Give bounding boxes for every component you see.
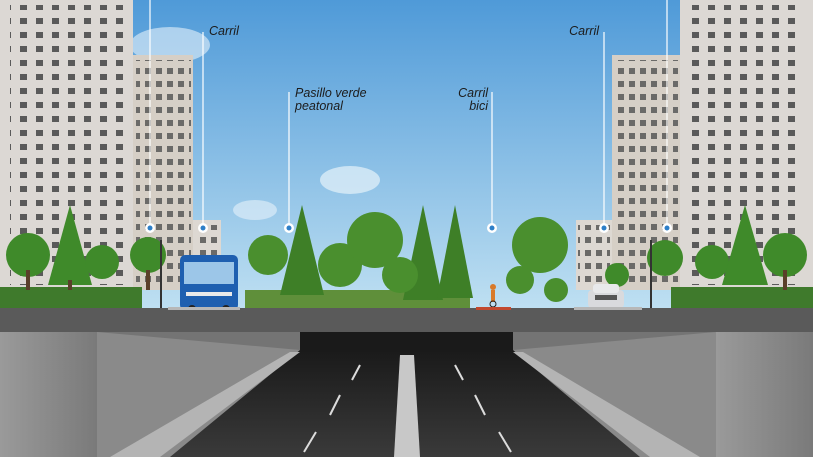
callout-pin-icon	[145, 223, 155, 233]
label-bike-lane-line2: bici	[469, 99, 488, 113]
cloud	[233, 200, 277, 220]
callout-pins	[145, 223, 672, 233]
label-green-corridor: Pasillo verde peatonal	[295, 87, 367, 113]
tunnel	[0, 332, 813, 457]
hedge-left	[0, 287, 142, 309]
callout-pin-icon	[487, 223, 497, 233]
guardrail-right	[513, 352, 700, 457]
trees-left	[6, 205, 166, 290]
label-bike-lane-line1: Carril	[458, 86, 488, 100]
sidewalk-left	[168, 307, 240, 310]
callout-pin-icon	[198, 223, 208, 233]
callout-pin-icon	[599, 223, 609, 233]
callout-pin-icon	[284, 223, 294, 233]
sidewalk-right	[574, 307, 642, 310]
hedge-right	[671, 287, 813, 309]
bus	[180, 255, 238, 313]
label-green-corridor-line2: peatonal	[295, 99, 343, 113]
street-lamp	[650, 240, 652, 308]
street-lamp	[160, 240, 162, 308]
label-green-corridor-line1: Pasillo verde	[295, 86, 367, 100]
car	[588, 284, 624, 308]
cloud	[320, 166, 380, 194]
green-corridor	[245, 205, 568, 308]
callout-pin-icon	[662, 223, 672, 233]
label-lane-left: Carril	[209, 24, 239, 38]
low-building-right-windows	[578, 225, 610, 285]
guardrail-left	[110, 352, 300, 457]
median-barrier	[394, 355, 420, 457]
trees-right	[605, 205, 807, 290]
callout-lines	[149, 0, 668, 226]
label-lane-right: Carril	[569, 24, 599, 38]
road-surface	[0, 308, 813, 332]
bike-lane-strip	[476, 307, 511, 310]
label-bike-lane: Carril bici	[446, 87, 488, 113]
